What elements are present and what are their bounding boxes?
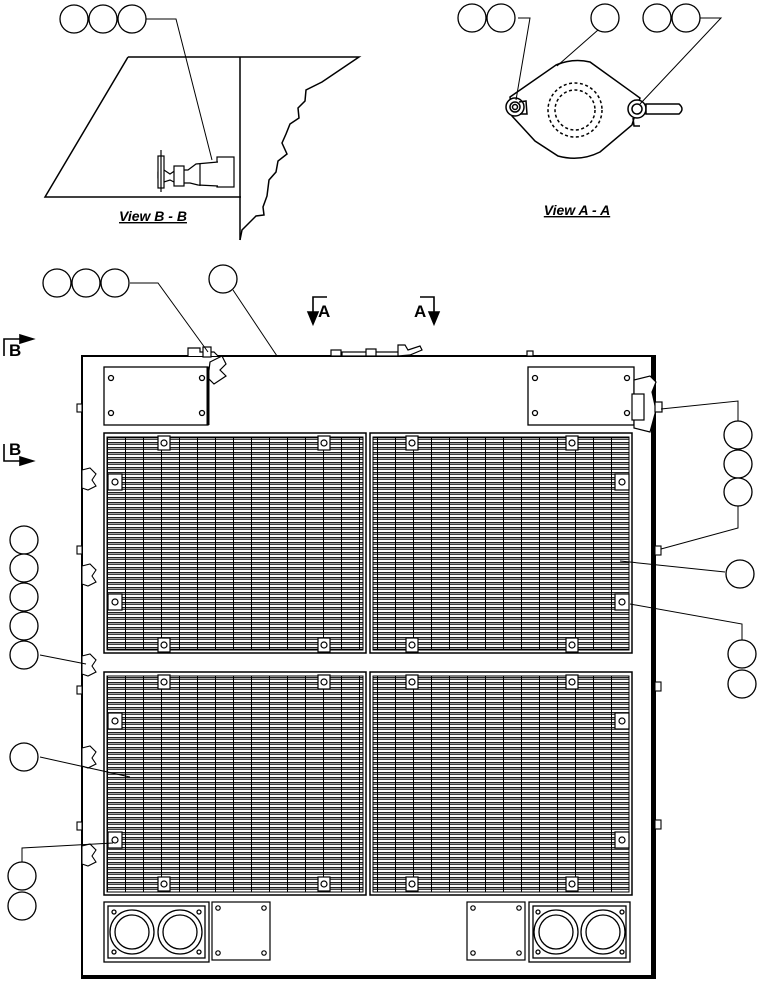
callout-bubble bbox=[642, 3, 672, 33]
access-panel-top-right bbox=[527, 366, 635, 426]
section-mark-a-left bbox=[306, 296, 327, 327]
edge-hinges bbox=[76, 403, 662, 867]
callout-bubble bbox=[71, 268, 101, 298]
grille-bottom-right bbox=[369, 671, 633, 896]
callout-bubble bbox=[590, 3, 620, 33]
callout-bubble bbox=[725, 559, 755, 589]
vent-housing-left bbox=[103, 901, 210, 963]
callout-bubble bbox=[117, 4, 147, 34]
grille-top-right bbox=[369, 432, 633, 654]
callout-bubble bbox=[208, 264, 238, 294]
view-a-title: View A - A bbox=[544, 202, 610, 218]
section-mark-a-right bbox=[420, 296, 441, 327]
callout-bubble bbox=[723, 420, 753, 450]
callout-bubble bbox=[7, 891, 37, 921]
callout-bubble bbox=[723, 449, 753, 479]
callout-bubble bbox=[88, 4, 118, 34]
grille-top-left bbox=[103, 432, 367, 654]
callout-bubble bbox=[9, 611, 39, 641]
vent-housing-right bbox=[528, 901, 631, 963]
section-label-a-right: A bbox=[414, 302, 426, 321]
view-b-b bbox=[43, 56, 362, 241]
view-a-a bbox=[505, 59, 683, 159]
callout-bubble bbox=[727, 669, 757, 699]
section-label-b-top: B bbox=[9, 341, 21, 360]
section-mark-b-top bbox=[3, 333, 36, 356]
callout-bubble bbox=[7, 861, 37, 891]
top-edge-hardware bbox=[187, 344, 534, 385]
callout-bubbles bbox=[7, 3, 757, 921]
section-label-b-bottom: B bbox=[9, 440, 21, 459]
bottom-panels bbox=[211, 901, 526, 961]
view-b-title: View B - B bbox=[119, 208, 187, 224]
callout-bubble bbox=[42, 268, 72, 298]
callout-bubble bbox=[9, 525, 39, 555]
callout-bubble bbox=[59, 4, 89, 34]
callout-bubble bbox=[100, 268, 130, 298]
callout-bubble bbox=[671, 3, 701, 33]
callout-bubble bbox=[486, 3, 516, 33]
callout-bubble bbox=[9, 582, 39, 612]
section-label-a-left: A bbox=[318, 302, 330, 321]
callout-bubble bbox=[9, 640, 39, 670]
view-b-fitting bbox=[157, 150, 235, 192]
leader-lines bbox=[21, 17, 743, 862]
callout-bubble bbox=[9, 742, 39, 772]
callout-bubble bbox=[727, 639, 757, 669]
right-latch bbox=[631, 375, 663, 433]
grille-bottom-left bbox=[103, 671, 367, 896]
section-mark-b-bottom bbox=[3, 444, 36, 467]
access-panel-top-left bbox=[102, 365, 210, 427]
grille-retainers bbox=[107, 435, 630, 892]
callout-bubble bbox=[723, 477, 753, 507]
callout-bubble bbox=[9, 553, 39, 583]
callout-bubble bbox=[457, 3, 487, 33]
